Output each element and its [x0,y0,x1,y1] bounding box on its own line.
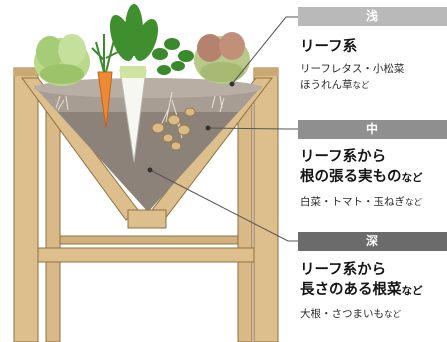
roots [55,91,225,139]
leader-deep [149,169,298,242]
leader-lines [149,16,298,242]
level-mid-headline: リーフ系から 根の張る実ものなど [300,149,423,185]
carrot-leaves [91,34,119,73]
left-leg-cap [14,68,38,76]
level-band-shallow: 浅 [298,7,447,26]
soil-surface [34,78,262,98]
leader-mid [207,127,298,130]
back-lower-rail [59,235,239,245]
potato-plant-leaves [152,38,194,75]
front-right-leg [253,67,279,342]
front-lower-rail [37,247,255,263]
leaf-lettuce [34,34,90,86]
level-shallow-examples: リーフレタス・小松菜 ほうれん草など [300,63,405,91]
trough-bottom-block [127,209,167,229]
level-band-mid: 中 [298,120,447,139]
red-leaf-lettuce [194,32,250,84]
level-deep-examples: 大根・さつまいもなど [300,308,402,320]
level-mid-examples: 白菜・トマト・玉ねぎなど [300,196,423,208]
level-shallow-headline: リーフ系 [300,39,358,55]
potatoes [151,107,196,151]
daikon-leaves [109,4,159,62]
front-left-leg [13,67,39,342]
leader-shallow [231,16,298,85]
soil-body [34,86,262,212]
daikon-neck [120,66,146,78]
level-deep-headline: リーフ系から 長さのある根菜など [300,262,423,298]
leader-dots [147,81,235,173]
right-leg-cap [254,68,278,76]
level-band-deep: 深 [298,232,447,251]
